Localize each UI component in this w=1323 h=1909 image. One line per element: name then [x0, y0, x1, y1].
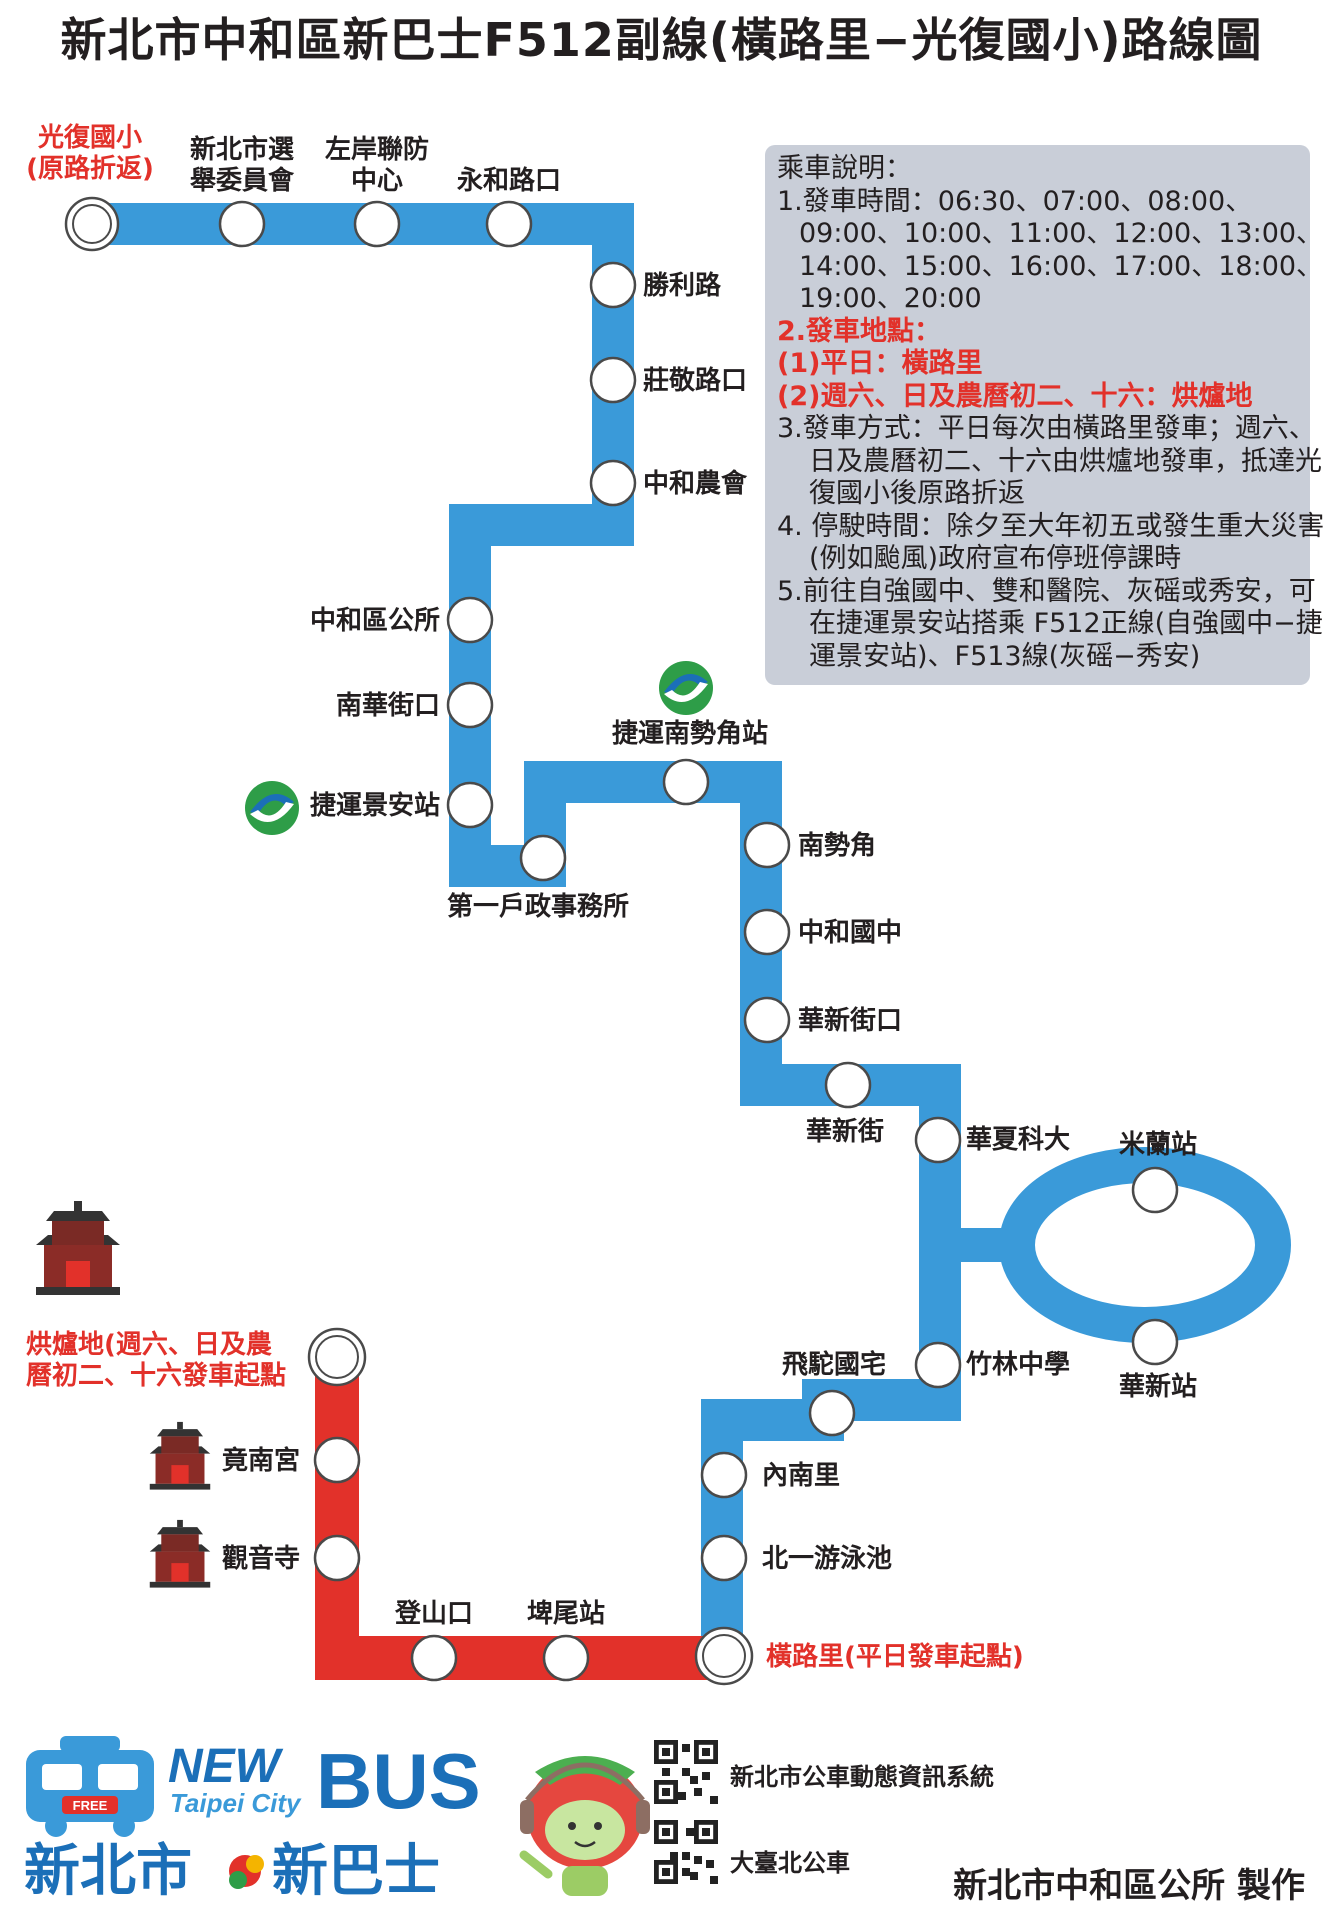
logo-city: Taipei City: [170, 1788, 302, 1818]
label-hongludi-1: 烘爐地(週六、日及農: [26, 1330, 272, 1360]
stop-circle-neinan: [700, 1451, 748, 1499]
info-line: 復國小後原路折返: [809, 478, 1025, 509]
label-guanyin: 觀音寺: [222, 1543, 300, 1574]
label-zuoan-2: 中心: [351, 166, 403, 196]
label-huaxin-st: 華新街: [806, 1116, 884, 1147]
label-hongludi-2: 曆初二、十六發車起點: [26, 1361, 286, 1391]
info-line: 1.發車時間：06:30、07:00、08:00、: [777, 185, 1253, 217]
label-nanhua: 南華街口: [336, 691, 440, 721]
info-line: (2)週六、日及農曆初二、十六：烘爐地: [777, 380, 1253, 412]
qr-code-icon[interactable]: [654, 1740, 718, 1804]
info-line: 在捷運景安站搭乘 F512正線(自強國中−捷: [809, 608, 1323, 639]
producer-credit: 新北市中和區公所 製作: [953, 1866, 1305, 1906]
stop-circle-shengli: [589, 261, 637, 309]
label-district-office: 中和區公所: [310, 606, 440, 636]
stop-circle-election: [218, 200, 266, 248]
label-jingan: 捷運景安站: [310, 791, 440, 821]
label-nanshijiao-mrt: 捷運南勢角站: [612, 718, 768, 749]
label-zhonghe-farm: 中和農會: [643, 468, 748, 499]
label-zuoan-1: 左岸聯防: [325, 135, 429, 165]
logo-bus: BUS: [316, 1737, 481, 1825]
label-jingnan: 竟南宮: [222, 1445, 300, 1476]
stop-circle-zhuangjing: [589, 356, 637, 404]
stop-circle-zhonghe-jh: [743, 908, 791, 956]
label-feituo: 飛駝國宅: [782, 1349, 886, 1380]
mascot-icon: [519, 1756, 650, 1896]
qr-label-taipei-bus: 大臺北公車: [730, 1849, 850, 1877]
label-guangfu-2: (原路折返): [26, 153, 154, 184]
stop-circle-zuoan: [353, 200, 401, 248]
stop-circle-land-office: [519, 834, 567, 882]
stop-circle-nanshijiao-mrt: [662, 758, 710, 806]
info-line: (例如颱風)政府宣布停班停課時: [809, 543, 1182, 574]
info-line: (1)平日：橫路里: [777, 348, 983, 379]
label-zhulin: 竹林中學: [965, 1350, 1070, 1380]
logo-cn-left: 新北市: [24, 1839, 192, 1904]
label-election-1: 新北市選: [190, 134, 294, 165]
label-milan: 米蘭站: [1119, 1130, 1197, 1160]
temple-icon: [149, 1519, 211, 1588]
metro-logo-icon: [245, 781, 299, 835]
info-line: 日及農曆初二、十六由烘爐地發車，抵達光: [809, 445, 1322, 477]
label-huaxin-stn: 華新站: [1119, 1371, 1197, 1402]
qr-code-icon[interactable]: [654, 1820, 718, 1884]
stop-circle-feituo: [808, 1389, 856, 1437]
label-election-2: 舉委員會: [190, 165, 295, 196]
logo-new: NEW: [168, 1740, 284, 1793]
stop-circle-yonghe: [485, 200, 533, 248]
label-land-office: 第一戶政事務所: [447, 891, 629, 922]
label-dengshan: 登山口: [394, 1598, 473, 1629]
stop-circle-huaxin-st: [824, 1061, 872, 1109]
label-zhuangjing: 莊敬路口: [643, 365, 747, 396]
stop-circle-milan: [1131, 1166, 1179, 1214]
label-yonghe: 永和路口: [457, 165, 561, 196]
label-huaxin-entry: 華新街口: [798, 1005, 902, 1036]
label-shengli: 勝利路: [643, 270, 722, 301]
stop-circle-henglu: [694, 1626, 754, 1686]
page-title: 新北市中和區新巴士F512副線(橫路里−光復國小)路線圖: [60, 13, 1263, 67]
boarding-info-panel: 乘車說明： 1.發車時間：06:30、07:00、08:00、 09:00、10…: [765, 145, 1323, 685]
label-guangfu-1: 光復國小: [37, 122, 142, 153]
info-line: 運景安站)、F513線(灰磘−秀安): [809, 640, 1201, 672]
info-line: 14:00、15:00、16:00、17:00、18:00、: [799, 250, 1323, 282]
stop-circle-jingnan: [313, 1436, 361, 1484]
stop-circle-zhulin: [914, 1341, 962, 1389]
logo-free: FREE: [73, 1798, 108, 1813]
label-henglu: 橫路里(平日發車起點): [766, 1641, 1024, 1672]
info-line: 4. 停駛時間：除夕至大年初五或發生重大災害: [777, 510, 1323, 542]
stop-circle-beiyi: [700, 1534, 748, 1582]
label-zhonghe-jh: 中和國中: [798, 918, 902, 948]
metro-logo-icon: [659, 661, 713, 715]
newbus-logo: FREE NEW BUS Taipei City 新北市 新巴士: [24, 1736, 481, 1904]
stop-circle-biwei: [542, 1634, 590, 1682]
temple-icon: [149, 1421, 211, 1490]
stop-circle-huaxin-stn: [1131, 1318, 1179, 1366]
stop-circle-dengshan: [410, 1634, 458, 1682]
label-neinan: 內南里: [762, 1461, 840, 1491]
info-line: 09:00、10:00、11:00、12:00、13:00、: [799, 218, 1323, 249]
stop-circle-huaxin-entry: [743, 996, 791, 1044]
logo-cn-right: 新巴士: [272, 1839, 440, 1904]
qr-label-bus-info: 新北市公車動態資訊系統: [730, 1763, 994, 1791]
stop-circle-zhonghe-farm: [589, 459, 637, 507]
label-hwh: 華夏科大: [966, 1125, 1070, 1155]
temple-icon: [36, 1201, 120, 1295]
stop-circle-hwh: [914, 1116, 962, 1164]
stop-circle-hongludi: [307, 1327, 367, 1387]
stop-circle-jingan: [446, 781, 494, 829]
stop-circle-nanhua: [446, 681, 494, 729]
stop-circle-guanyin: [313, 1534, 361, 1582]
info-line: 5.前往自強國中、雙和醫院、灰磘或秀安，可: [777, 575, 1316, 607]
label-beiyi: 北一游泳池: [762, 1544, 892, 1574]
stop-circle-nanshijiao: [743, 821, 791, 869]
info-line: 2.發車地點：: [777, 315, 942, 347]
label-biwei: 埤尾站: [527, 1599, 605, 1629]
info-heading: 乘車說明：: [777, 153, 912, 184]
info-line: 3.發車方式：平日每次由橫路里發車；週六、: [777, 413, 1316, 444]
info-line: 19:00、20:00: [799, 283, 982, 314]
label-nanshijiao: 南勢角: [798, 830, 876, 861]
stop-circle-district-office: [446, 596, 494, 644]
